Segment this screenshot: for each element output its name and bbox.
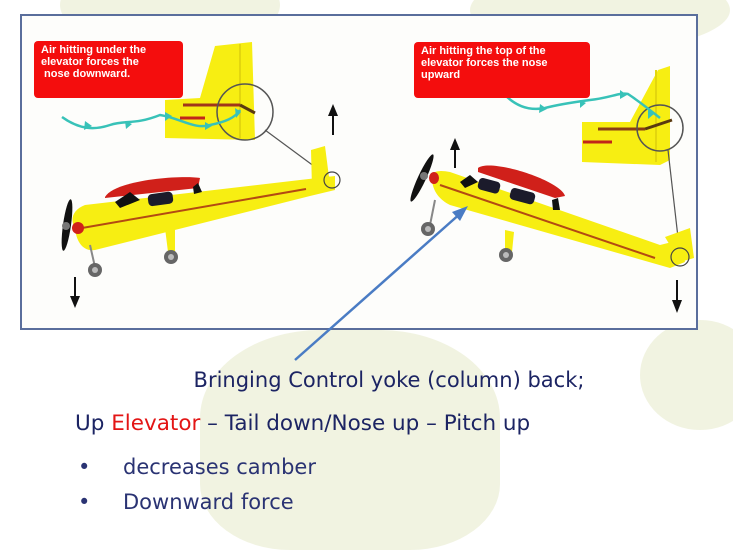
caption-suffix: – Tail down/Nose up – Pitch up — [200, 411, 531, 436]
nose-up-arrow-icon — [450, 138, 460, 168]
background-watermark — [200, 330, 500, 550]
airplane-left — [61, 146, 341, 277]
bullet-item: • decreases camber — [78, 455, 316, 479]
tail-up-arrow-icon — [328, 104, 338, 135]
caption-elevator-line: Up Elevator – Tail down/Nose up – Pitch … — [75, 411, 530, 436]
caption-heading: Bringing Control yoke (column) back; — [193, 368, 585, 392]
nose-down-arrow-icon — [70, 277, 80, 308]
elevator-diagram — [61, 42, 694, 361]
bullet-text: Downward force — [123, 490, 294, 514]
bullet-marker: • — [78, 455, 91, 479]
airflow-markers-left — [84, 108, 241, 130]
pointer-arrow — [294, 206, 468, 361]
bullet-text: decreases camber — [123, 455, 316, 479]
callout-top-elevator: Air hitting the top of the elevator forc… — [414, 42, 590, 98]
bullet-marker: • — [78, 490, 91, 514]
airflow-arrow-right — [504, 92, 661, 119]
caption-prefix: Up — [75, 411, 112, 436]
tail-down-arrow-icon — [672, 280, 682, 313]
caption-highlight-elevator: Elevator — [111, 411, 201, 436]
airflow-markers-right — [539, 90, 654, 119]
background-watermark — [640, 320, 733, 430]
airplane-right — [410, 154, 694, 268]
callout-under-elevator: Air hitting under the elevator forces th… — [34, 41, 183, 98]
left-tail-detail — [165, 42, 331, 179]
bullet-item: • Downward force — [78, 490, 294, 514]
airflow-arrow-left — [61, 109, 242, 130]
